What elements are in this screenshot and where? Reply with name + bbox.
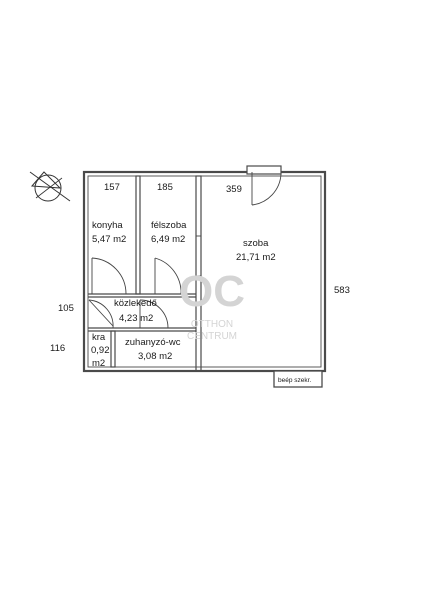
konyha-dim: 157 [104, 182, 120, 193]
kamra-name: kra [92, 332, 106, 343]
watermark-line1: OTTHON [191, 319, 233, 330]
felszoba-dim: 185 [157, 182, 173, 193]
dim-left-upper: 105 [58, 303, 74, 314]
balcony-niche [246, 165, 282, 175]
built-in-cabinet [273, 370, 323, 388]
otthon-centrum-watermark: OC OTTHON CENTRUM [179, 267, 245, 342]
kozlekedo-area: 4,23 m2 [119, 313, 153, 324]
north-arrow-icon [29, 171, 71, 202]
kozlekedo-name: közlekedő [114, 298, 157, 309]
kamra-area-unit: m2 [92, 358, 105, 369]
konyha-name: konyha [92, 220, 123, 231]
built-in-label: beép szekr. [278, 377, 311, 384]
outer-walls [82, 170, 327, 373]
watermark-logo: OC [179, 267, 245, 316]
felszoba-name: félszoba [151, 220, 187, 231]
watermark-line2: CENTRUM [187, 331, 237, 342]
kamra-area-num: 0,92 [91, 345, 110, 356]
szoba-name: szoba [243, 238, 269, 249]
szoba-dim: 359 [226, 184, 242, 195]
felszoba-area: 6,49 m2 [151, 234, 185, 245]
dim-left-lower: 116 [50, 343, 65, 354]
dim-right-total: 583 [334, 285, 350, 296]
zuhanyzo-name: zuhanyzó-wc [125, 337, 181, 348]
zuhanyzo-area: 3,08 m2 [138, 351, 172, 362]
szoba-area: 21,71 m2 [236, 252, 276, 263]
konyha-area: 5,47 m2 [92, 234, 126, 245]
interior-walls [88, 175, 202, 372]
doors [88, 172, 282, 329]
